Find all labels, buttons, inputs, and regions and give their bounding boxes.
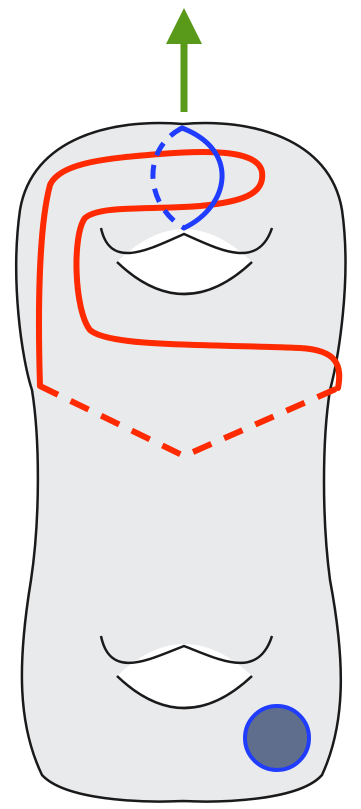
boundary-disk	[245, 706, 309, 770]
up-arrow-icon	[166, 8, 202, 112]
